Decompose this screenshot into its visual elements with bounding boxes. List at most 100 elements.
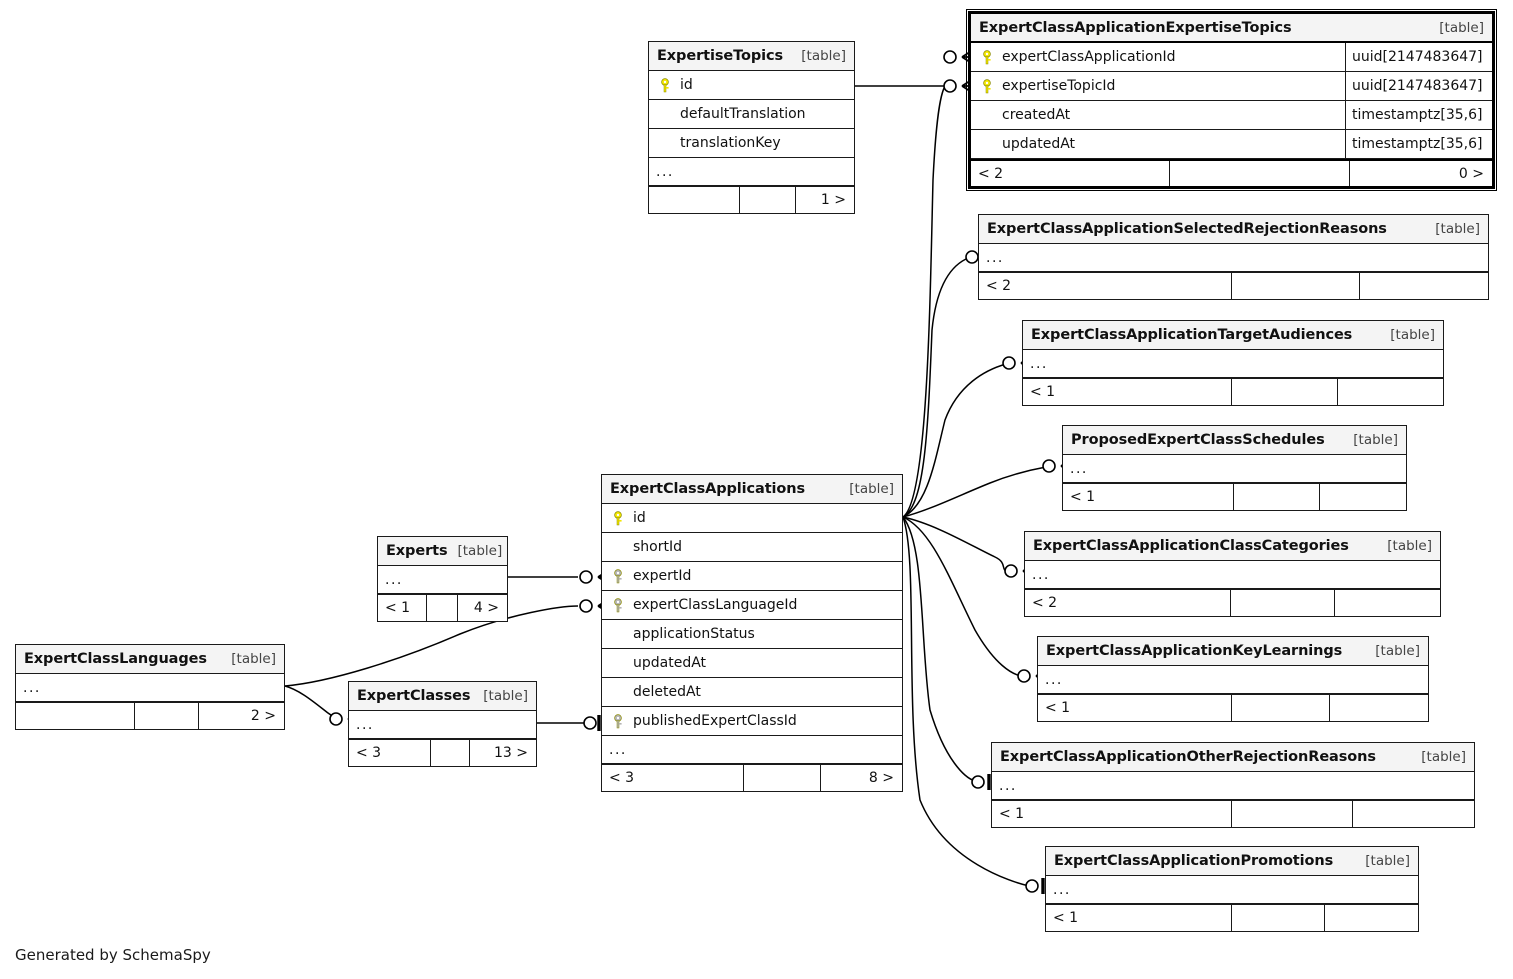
table-experts[interactable]: Experts[table]... < 1 4 > <box>377 536 508 622</box>
column-name-cell: expertClassLanguageId <box>602 597 902 613</box>
more-columns-row[interactable]: ... <box>602 736 902 764</box>
column-name-cell: id <box>649 77 854 93</box>
footer-parents-count[interactable] <box>649 187 739 213</box>
footer-parents-count[interactable]: < 1 <box>1070 489 1096 505</box>
more-columns-row[interactable]: ... <box>1063 455 1406 483</box>
table-row[interactable]: updatedAt <box>602 649 902 678</box>
column-name: id <box>633 510 646 526</box>
footer-children-count[interactable]: 4 > <box>473 600 499 616</box>
footer-children-count[interactable] <box>1320 484 1406 510</box>
table-expert-class-application-promotions[interactable]: ExpertClassApplicationPromotions[table].… <box>1045 846 1419 932</box>
column-name-cell: defaultTranslation <box>649 106 854 122</box>
more-columns-row[interactable]: ... <box>649 158 854 186</box>
more-columns-row[interactable]: ... <box>378 566 507 594</box>
table-expertise-topics[interactable]: ExpertiseTopics [table] id defaultTranslati… <box>648 41 855 214</box>
table-row[interactable]: shortId <box>602 533 902 562</box>
table-title: ExpertiseTopics <box>657 48 783 64</box>
column-name: translationKey <box>680 135 781 151</box>
more-columns-row[interactable]: ... <box>1046 876 1418 904</box>
column-name-cell: deletedAt <box>602 684 902 700</box>
table-title: ExpertClassLanguages <box>24 651 207 667</box>
table-proposed-expert-class-schedules[interactable]: ProposedExpertClassSchedules[table]...< … <box>1062 425 1407 511</box>
column-name-cell: expertId <box>602 568 902 584</box>
table-title: ProposedExpertClassSchedules <box>1071 432 1325 448</box>
table-footer: < 1 4 > <box>378 594 507 621</box>
table-row[interactable]: deletedAt <box>602 678 902 707</box>
footer-parents-count[interactable]: < 1 <box>1045 700 1071 716</box>
table-header: Experts[table] <box>378 537 507 566</box>
table-expert-class-application-class-categories[interactable]: ExpertClassApplicationClassCategories[ta… <box>1024 531 1441 617</box>
more-columns-row[interactable]: ... <box>1038 666 1428 694</box>
table-header: ExpertClassApplicationPromotions[table] <box>1046 847 1418 876</box>
footer-parents-count[interactable] <box>16 703 134 729</box>
table-footer: < 1 <box>1023 378 1443 405</box>
more-columns-row[interactable]: ... <box>979 244 1488 272</box>
column-name-cell: updatedAt <box>971 136 1345 152</box>
column-name-cell: updatedAt <box>602 655 902 671</box>
table-tag: [table] <box>231 651 276 667</box>
table-expert-class-application-selected-rejection-reasons[interactable]: ExpertClassApplicationSelectedRejectionR… <box>978 214 1489 300</box>
footer-parents-count[interactable]: < 1 <box>1053 910 1079 926</box>
footer-parents-count[interactable]: < 2 <box>978 165 1004 182</box>
more-columns-row[interactable]: ... <box>1023 350 1443 378</box>
table-title: ExpertClasses <box>357 688 471 704</box>
footer-middle <box>1231 905 1325 931</box>
footer-children-count[interactable] <box>1325 905 1418 931</box>
table-footer: < 2 <box>1025 589 1440 616</box>
column-type: timestamptz[35,6] <box>1345 130 1492 158</box>
footer-children-count[interactable] <box>1353 801 1474 827</box>
footer-children-count[interactable] <box>1338 379 1443 405</box>
footer-children-count[interactable]: 1 > <box>820 192 846 208</box>
table-row[interactable]: publishedExpertClassId <box>602 707 902 736</box>
footer-children-count[interactable] <box>1360 273 1488 299</box>
column-name: deletedAt <box>633 684 701 700</box>
column-name: shortId <box>633 539 682 555</box>
footer-children-count[interactable]: 13 > <box>494 745 528 761</box>
table-expert-class-application-target-audiences[interactable]: ExpertClassApplicationTargetAudiences[ta… <box>1022 320 1444 406</box>
table-expert-class-languages[interactable]: ExpertClassLanguages [table]... 2 > <box>15 644 285 730</box>
footer-children-count[interactable] <box>1335 590 1440 616</box>
footer-parents-count[interactable]: < 3 <box>356 745 382 761</box>
footer-parents-count[interactable]: < 3 <box>609 770 635 786</box>
more-columns-row[interactable]: ... <box>16 674 284 702</box>
footer-children-count[interactable] <box>1330 695 1428 721</box>
table-tag: [table] <box>849 481 894 497</box>
footer-parents-count[interactable]: < 1 <box>385 600 411 616</box>
table-title: ExpertClassApplicationClassCategories <box>1033 538 1349 554</box>
more-columns-row[interactable]: ... <box>992 772 1474 800</box>
table-tag: [table] <box>801 48 846 64</box>
table-expert-class-application-other-rejection-reasons[interactable]: ExpertClassApplicationOtherRejectionReas… <box>991 742 1475 828</box>
table-title: ExpertClassApplicationTargetAudiences <box>1031 327 1353 343</box>
footer-parents-count[interactable]: < 2 <box>1032 595 1058 611</box>
table-row[interactable]: applicationStatus <box>602 620 902 649</box>
table-row[interactable]: defaultTranslation <box>649 100 854 129</box>
table-row[interactable]: expertClassLanguageId <box>602 591 902 620</box>
column-type: uuid[2147483647] <box>1345 72 1492 100</box>
table-expert-class-application-expertise-topics[interactable]: ExpertClassApplicationExpertiseTopics[ta… <box>965 8 1498 192</box>
table-row[interactable]: translationKey <box>649 129 854 158</box>
footer-middle <box>1231 695 1330 721</box>
table-footer: < 3 13 > <box>349 739 536 766</box>
more-columns-row[interactable]: ... <box>1025 561 1440 589</box>
table-expert-class-application-key-learnings[interactable]: ExpertClassApplicationKeyLearnings[table… <box>1037 636 1429 722</box>
table-row[interactable]: id <box>602 504 902 533</box>
table-row[interactable]: expertId <box>602 562 902 591</box>
footer-parents-count[interactable]: < 2 <box>986 278 1012 294</box>
column-name-cell: expertiseTopicId <box>971 78 1345 94</box>
footer-parents-count[interactable]: < 1 <box>1030 384 1056 400</box>
footer-parents-count[interactable]: < 1 <box>999 806 1025 822</box>
more-columns-row[interactable]: ... <box>349 711 536 739</box>
column-name: updatedAt <box>633 655 707 671</box>
footer-children-count[interactable]: 0 > <box>1458 165 1484 182</box>
footer-children-count[interactable]: 8 > <box>868 770 894 786</box>
column-name: createdAt <box>1002 107 1071 123</box>
footer-children-count[interactable]: 2 > <box>250 708 276 724</box>
table-row[interactable]: id <box>649 71 854 100</box>
